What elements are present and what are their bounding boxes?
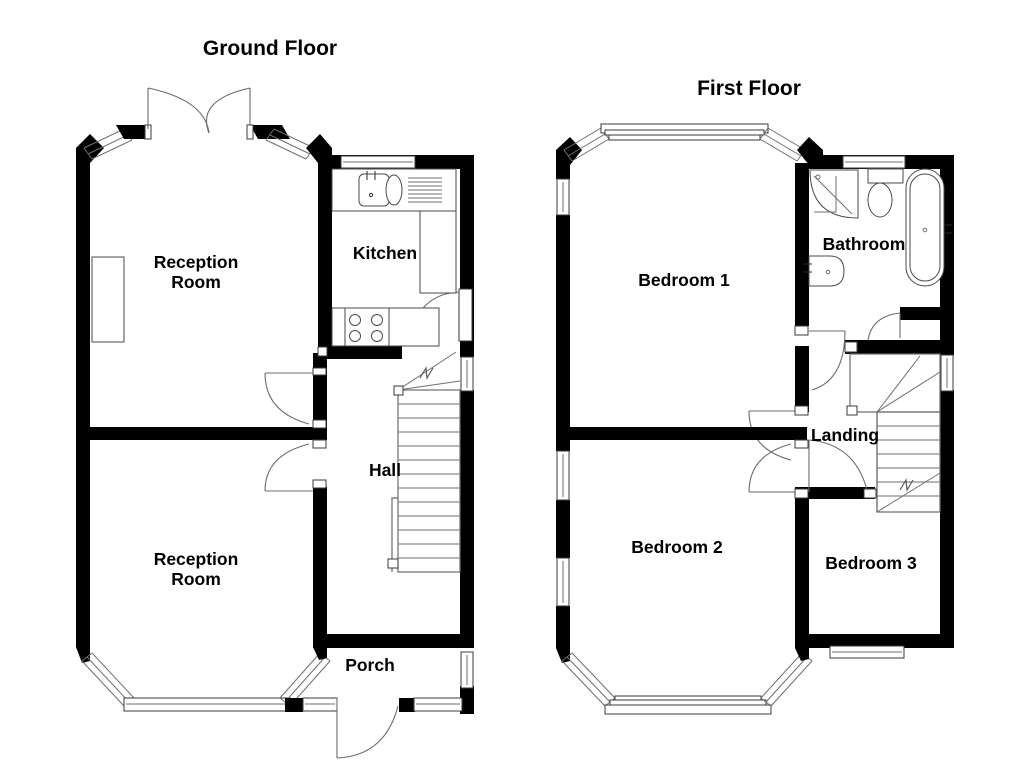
- wall-bay-top-left-stub: [116, 125, 148, 139]
- door-jamb-bedroom3: [863, 488, 877, 499]
- wall-ff-bedroom1-right-lower: [795, 346, 809, 412]
- kitchen-sink: [358, 171, 403, 207]
- wall-hall-left-lower: [313, 487, 327, 647]
- door-reception-upper[interactable]: [264, 372, 313, 425]
- wall-porch-top: [313, 634, 474, 648]
- ground-floor-title: Ground Floor: [203, 37, 337, 60]
- window-bedroom2-left-lower: [556, 557, 570, 607]
- window-porch-front-right: [413, 697, 463, 712]
- door-bedroom1[interactable]: [748, 410, 795, 461]
- first-floor-title: First Floor: [697, 77, 801, 100]
- window-bedroom1-left: [556, 178, 570, 216]
- wall-ff-right-lower: [940, 390, 954, 648]
- french-doors-reception-upper[interactable]: [147, 87, 251, 134]
- door-reception-lower[interactable]: [264, 443, 313, 492]
- window-ff-bay-top: [563, 123, 806, 162]
- label-porch: Porch: [345, 655, 395, 675]
- wall-bay-top-right-stub: [250, 125, 290, 139]
- door-jamb-kitchen: [317, 346, 328, 357]
- door-bathroom[interactable]: [809, 330, 846, 391]
- door-jamb-reception-upper-bottom: [312, 419, 327, 429]
- wall-ff-bathroom-bottom: [845, 340, 954, 354]
- wall-ff-bedroom-divider: [564, 427, 807, 440]
- window-ff-bay-bottom-right: [760, 652, 813, 707]
- door-jamb-bathroom-left: [794, 325, 809, 336]
- wall-ff-bay-bottom-left-corner: [556, 648, 570, 663]
- door-bedroom3[interactable]: [808, 439, 868, 492]
- door-jamb-bedroom3-left: [794, 488, 809, 499]
- window-porch-front-left: [302, 697, 338, 712]
- wash-basin: [803, 255, 845, 287]
- corner-shower: [809, 169, 859, 219]
- label-bedroom-2: Bedroom 2: [631, 537, 723, 557]
- wall-mullion-bottom: [285, 698, 303, 712]
- wall-ff-bay-bottom-right-corner: [795, 648, 809, 661]
- window-bay-top-right: [265, 128, 315, 160]
- door-jamb-right: [246, 124, 254, 140]
- wall-ff-left-e: [556, 606, 570, 648]
- wall-reception-divider: [84, 427, 327, 440]
- window-porch-right: [460, 651, 474, 689]
- wall-ff-left-b: [556, 215, 570, 429]
- first-floor-plan: Bedroom 1 Bathroom Landing Bedroom 2 Bed…: [556, 123, 954, 715]
- label-reception-upper-line1: Reception: [154, 252, 239, 272]
- bath-tub: [905, 168, 952, 287]
- door-jamb-bathroom: [844, 341, 858, 353]
- wall-ff-left-a: [556, 165, 570, 179]
- entrance-door[interactable]: [336, 698, 399, 759]
- wall-ff-left-d: [556, 500, 570, 558]
- window-bedroom2-left-upper: [556, 450, 570, 501]
- wall-ff-bathroom-left: [795, 163, 809, 326]
- label-kitchen: Kitchen: [353, 243, 417, 263]
- wall-right-porch-lower: [460, 686, 474, 714]
- window-kitchen: [340, 155, 416, 169]
- window-bay-bottom-front: [123, 697, 291, 712]
- wall-left-lower: [76, 435, 90, 647]
- label-bedroom-1: Bedroom 1: [638, 270, 730, 290]
- window-bathroom: [842, 155, 906, 169]
- wall-right-hall: [460, 390, 474, 648]
- window-hall-right: [460, 356, 474, 392]
- wall-bay-bottom-left-corner: [76, 647, 90, 663]
- wall-kitchen-left: [318, 163, 332, 353]
- window-bedroom3: [829, 645, 905, 659]
- fireplace-recess: [91, 256, 125, 343]
- wall-ff-bay-top-left-corner: [556, 137, 582, 165]
- label-landing: Landing: [811, 425, 879, 445]
- door-airing-cupboard[interactable]: [867, 312, 901, 341]
- label-reception-lower-line2: Room: [171, 569, 221, 589]
- door-jamb-bedroom2: [794, 439, 809, 449]
- label-bathroom: Bathroom: [823, 234, 906, 254]
- kitchen-tall-unit: [419, 210, 457, 294]
- wall-ff-bedroom3-top: [809, 487, 875, 499]
- ground-floor-plan: Reception Room Kitchen Hall Reception Ro…: [76, 87, 474, 759]
- kitchen-drainer: [408, 177, 442, 203]
- wall-ff-bedroom3-left: [795, 487, 809, 645]
- wall-ff-bedroom3-bottom: [795, 634, 954, 648]
- window-ff-bay-bottom-front: [604, 695, 772, 715]
- door-jamb-bedroom1: [794, 405, 809, 416]
- wc-toilet: [867, 168, 904, 218]
- door-jamb-reception-lower-top: [312, 439, 327, 449]
- staircase-first: [846, 353, 941, 513]
- wall-kitchen-bottom: [318, 345, 402, 359]
- wall-ff-bathroom-bottom-right: [900, 307, 954, 320]
- door-jamb-reception-lower-bottom: [312, 479, 327, 489]
- kitchen-hob: [331, 307, 440, 347]
- label-reception-upper-line2: Room: [171, 272, 221, 292]
- label-hall: Hall: [369, 460, 401, 480]
- wall-bay-top-left-corner: [76, 134, 104, 163]
- label-reception-lower-line1: Reception: [154, 549, 239, 569]
- staircase-ground: [387, 351, 461, 573]
- window-landing-right: [940, 354, 954, 392]
- door-jamb-reception-upper-top: [312, 367, 327, 376]
- wall-left-upper: [76, 163, 90, 435]
- label-bedroom-3: Bedroom 3: [825, 553, 917, 573]
- wall-bay-bottom-right-corner: [313, 647, 327, 660]
- door-bedroom2[interactable]: [748, 443, 795, 493]
- wall-porch-front-stub: [399, 698, 415, 712]
